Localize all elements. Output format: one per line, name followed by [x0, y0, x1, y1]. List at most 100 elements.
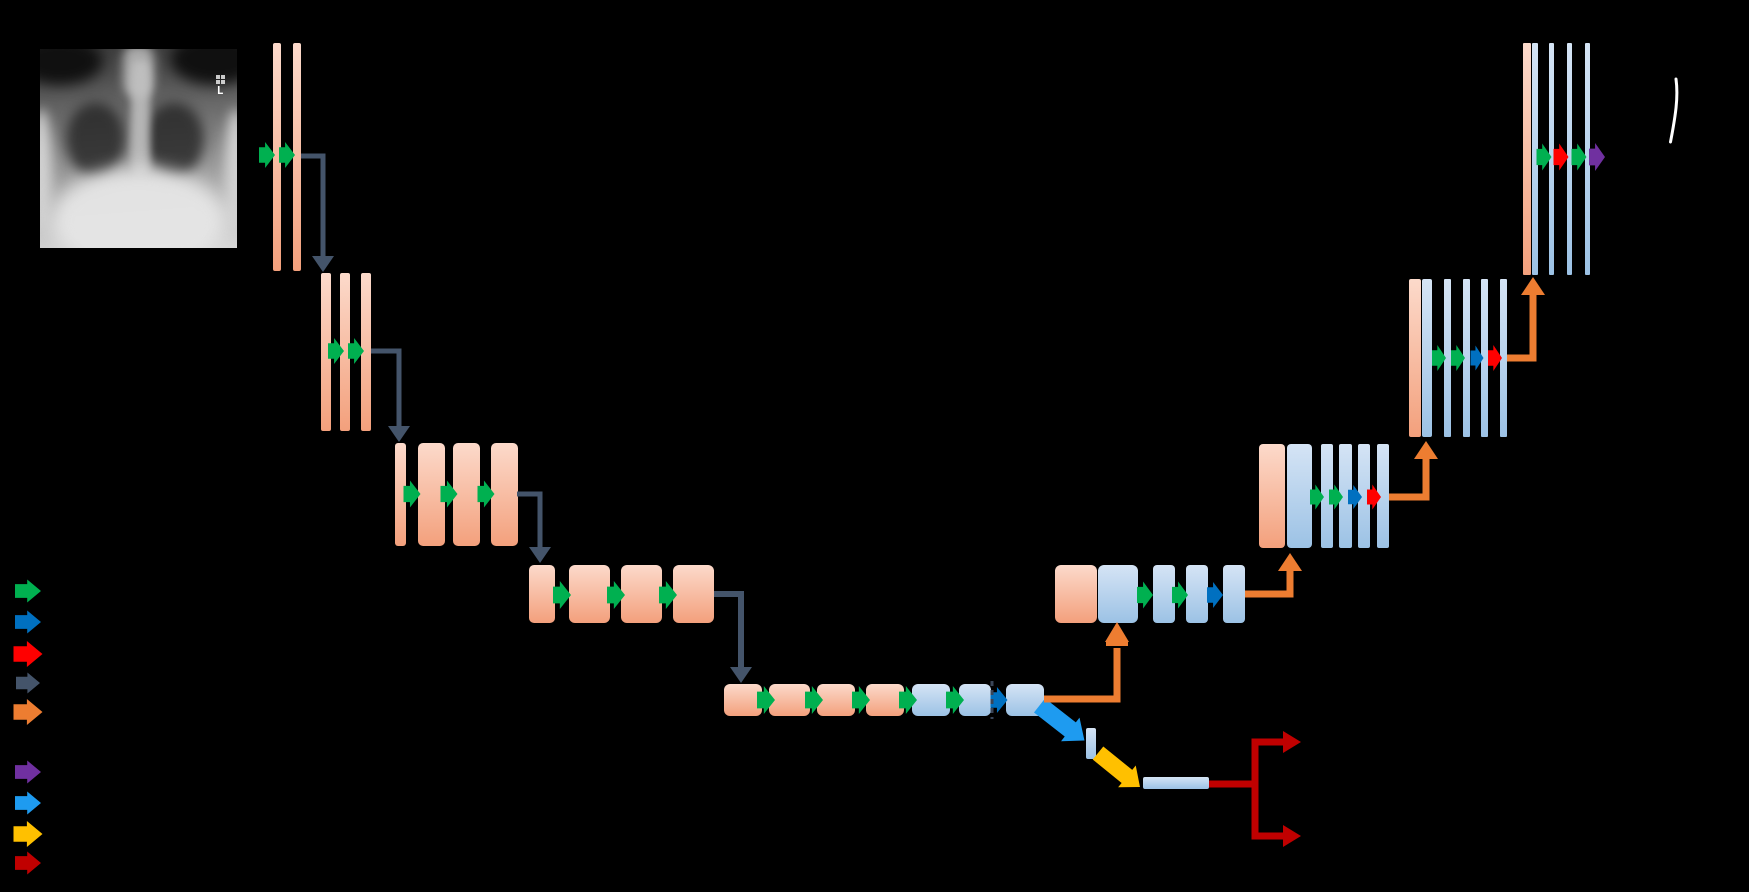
xray-spine: [130, 60, 151, 177]
downsample-connector-2-head: [388, 426, 410, 442]
xray-shading: [225, 108, 237, 233]
legend-arrow-downsample-slate: [16, 672, 40, 694]
bottleneck-map6: [959, 684, 991, 716]
bottleneck-map7: [1006, 684, 1044, 716]
conv-arrow: [440, 480, 458, 508]
conv-arrow: [1451, 345, 1465, 371]
classification-branch-upper-head: [1283, 731, 1301, 753]
conv-arrow: [805, 686, 823, 714]
dec3-skip-map: [1259, 444, 1285, 548]
dec1-skip-map: [1523, 43, 1531, 275]
classifier-dense-layer: [1143, 777, 1209, 789]
dec2-map5: [1500, 279, 1507, 437]
enc2-map2: [340, 273, 350, 431]
downsample-connector-2: [371, 348, 402, 427]
enc3-map3: [453, 443, 480, 546]
dec2-skip-map: [1409, 279, 1421, 437]
legend-arrow-dropout-red: [13, 641, 43, 667]
enc2-map3: [361, 273, 371, 431]
upsample-connector-1-head: [1105, 622, 1129, 642]
enc1-map2: [293, 43, 301, 271]
conv-arrow: [553, 581, 571, 609]
downsample-connector-3: [517, 491, 543, 548]
dec4-map1: [1098, 565, 1138, 623]
conv-arrow: [852, 686, 870, 714]
conv-arrow: [279, 142, 295, 168]
segmented-line-curve: [1669, 77, 1679, 144]
upsample-connector-4-head: [1521, 277, 1545, 295]
dec4-map3: [1186, 565, 1208, 623]
legend-arrow-pointwise-blue: [15, 610, 41, 634]
classifier-pooled-vector: [1086, 728, 1096, 759]
enc3-map1: [395, 443, 406, 546]
conv-arrow: [899, 686, 917, 714]
bottleneck-map4: [866, 684, 904, 716]
conv-arrow: [757, 686, 775, 714]
pointwise-conv-arrow: [1207, 582, 1223, 608]
conv-arrow: [1310, 484, 1324, 510]
legend-arrow-dense-gold: [13, 821, 43, 847]
xray-marker-glyphs: [213, 75, 227, 84]
enc3-map4: [491, 443, 518, 546]
dense-arrow: [1092, 746, 1140, 788]
dec2-map4: [1481, 279, 1488, 437]
conv-arrow: [607, 581, 625, 609]
classification-branch-lower: [1251, 784, 1283, 840]
upsample-connector-3-head: [1414, 441, 1438, 459]
conv-arrow: [259, 142, 275, 168]
pointwise-conv-arrow: [1348, 485, 1362, 509]
dec3-map5: [1377, 444, 1389, 548]
classification-branch-lower-head: [1283, 825, 1301, 847]
enc4-map4: [673, 565, 714, 623]
xray-shading: [51, 168, 226, 248]
conv-arrow: [328, 338, 344, 364]
enc4-map1: [529, 565, 555, 623]
global-pooling-arrow: [1034, 698, 1085, 742]
upsample-connector-2: [1245, 571, 1294, 598]
xray-marker-label: L: [216, 84, 224, 97]
conv-arrow: [403, 480, 421, 508]
segmentation-mask: [1669, 77, 1679, 144]
dropout-arrow: [1367, 484, 1381, 510]
legend-arrow-pooling-skyblue: [15, 791, 41, 815]
dropout-arrow: [1553, 143, 1569, 171]
xray-left-lung: [65, 102, 125, 177]
conv-arrow: [1172, 581, 1188, 609]
pointwise-conv-arrow: [1470, 345, 1484, 371]
xray-shading: [40, 108, 52, 233]
output-segmentation-image: [1618, 40, 1749, 252]
enc1-map1: [273, 43, 281, 271]
enc3-map2: [418, 443, 445, 546]
conv-arrow: [1137, 581, 1153, 609]
dec1-map2: [1549, 43, 1554, 275]
dec4-skip-map: [1055, 565, 1097, 623]
upsample-connector-1: [1044, 648, 1121, 703]
bottleneck-map2: [769, 684, 810, 716]
upsample-connector-2-head: [1278, 553, 1302, 571]
xray-right-lung: [144, 102, 204, 177]
bottleneck-map5: [912, 684, 950, 716]
bottleneck-map3: [817, 684, 855, 716]
downsample-connector-4: [714, 591, 744, 668]
dec3-map1: [1287, 444, 1312, 548]
pointwise-conv-arrow: [990, 687, 1008, 713]
conv-arrow: [348, 338, 364, 364]
classification-branch-upper: [1209, 738, 1283, 788]
upsample-connector-4: [1507, 295, 1537, 362]
dec2-map2: [1444, 279, 1451, 437]
downsample-connector-1: [301, 153, 326, 257]
conv-arrow: [1329, 484, 1343, 510]
downsample-connector-4-head: [730, 667, 752, 683]
dec1-map1: [1532, 43, 1538, 275]
legend-arrow-conv-green: [15, 579, 41, 603]
conv-arrow: [1571, 143, 1587, 171]
dec4-map2: [1153, 565, 1175, 623]
dec1-map3: [1567, 43, 1572, 275]
dropout-arrow: [1488, 345, 1502, 371]
conv-arrow: [1536, 143, 1552, 171]
upsample-connector-3: [1389, 459, 1430, 501]
legend-arrow-classification-darkred: [15, 851, 41, 875]
legend-arrow-upsample-orange: [13, 699, 43, 725]
input-chest-xray-image: L: [40, 49, 237, 248]
